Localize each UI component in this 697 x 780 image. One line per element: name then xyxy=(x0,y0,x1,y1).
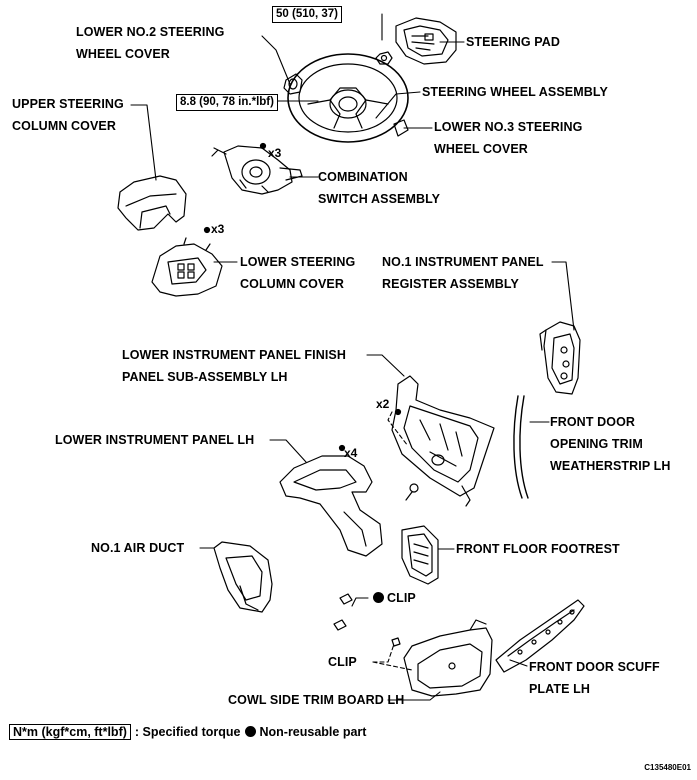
lower-instrument-panel-shape xyxy=(279,444,383,557)
torque-pad-nut: 50 (510, 37) xyxy=(272,6,343,23)
label-line: LOWER STEERING xyxy=(240,255,356,269)
label-front-door-scuff: FRONT DOOR SCUFF PLATE LH xyxy=(529,656,660,700)
finish-panel-shape xyxy=(391,375,495,507)
air-duct-shape xyxy=(213,541,273,613)
finish-panel-screw xyxy=(394,408,402,416)
figure-code: C135480E01 xyxy=(644,763,691,772)
non-reusable-dot-icon xyxy=(245,726,257,737)
label-line: UPPER STEERING xyxy=(12,97,124,111)
legend-torque-box: N*m (kgf*cm, ft*lbf) xyxy=(9,724,131,740)
leader-lines xyxy=(130,13,575,701)
register-assembly-shape xyxy=(539,321,581,395)
label-line: WEATHERSTRIP LH xyxy=(550,459,671,473)
non-reusable-dot-icon xyxy=(373,592,384,603)
cowl-trim-shape xyxy=(403,619,493,697)
label-lower-no3-cover: LOWER NO.3 STEERING WHEEL COVER xyxy=(434,116,582,160)
lower-no3-cover-shape xyxy=(393,119,409,137)
multiplier-column-cover: x3 xyxy=(211,222,225,236)
legend-nonreusable-text: Non-reusable part xyxy=(259,725,367,739)
label-steering-wheel-assembly: STEERING WHEEL ASSEMBLY xyxy=(422,85,608,99)
label-cowl-side-trim: COWL SIDE TRIM BOARD LH xyxy=(228,693,405,707)
label-line: LOWER NO.3 STEERING xyxy=(434,120,583,134)
label-clip-1: CLIP xyxy=(368,587,416,609)
multiplier-combination: x3 xyxy=(268,146,282,160)
label-line: SWITCH ASSEMBLY xyxy=(318,192,441,206)
lower-no2-cover-shape xyxy=(283,73,303,95)
combination-switch-shape xyxy=(211,142,303,195)
scuff-plate-shape xyxy=(495,599,585,673)
label-upper-column-cover: UPPER STEERING COLUMN COVER xyxy=(12,93,124,137)
label-line: NO.1 INSTRUMENT PANEL xyxy=(382,255,544,269)
label-lower-column-cover: LOWER STEERING COLUMN COVER xyxy=(240,251,355,295)
label-line: LOWER NO.2 STEERING xyxy=(76,25,225,39)
label-air-duct: NO.1 AIR DUCT xyxy=(91,541,185,555)
label-register-assembly: NO.1 INSTRUMENT PANEL REGISTER ASSEMBLY xyxy=(382,251,544,295)
label-line: WHEEL COVER xyxy=(434,142,528,156)
label-lower-instrument-panel: LOWER INSTRUMENT PANEL LH xyxy=(55,433,255,447)
label-line: LOWER INSTRUMENT PANEL FINISH xyxy=(122,348,346,362)
legend: N*m (kgf*cm, ft*lbf): Specified torque No… xyxy=(9,723,366,741)
label-front-door-weatherstrip: FRONT DOOR OPENING TRIM WEATHERSTRIP LH xyxy=(550,411,670,477)
label-text: CLIP xyxy=(387,591,416,605)
label-line: FRONT DOOR xyxy=(550,415,636,429)
multiplier-lower-panel: x4 xyxy=(344,446,358,460)
legend-torque-text: : Specified torque xyxy=(134,725,241,739)
label-line: PANEL SUB-ASSEMBLY LH xyxy=(122,370,288,384)
label-line: OPENING TRIM xyxy=(550,437,643,451)
label-steering-pad: STEERING PAD xyxy=(466,35,561,49)
label-line: COLUMN COVER xyxy=(240,277,344,291)
bolt-shape xyxy=(405,483,419,501)
lower-column-cover-shape xyxy=(151,226,223,297)
label-finish-panel: LOWER INSTRUMENT PANEL FINISH PANEL SUB-… xyxy=(122,344,346,388)
label-lower-no2-cover: LOWER NO.2 STEERING WHEEL COVER xyxy=(76,21,224,65)
weatherstrip-shape xyxy=(513,395,529,499)
floor-footrest-shape xyxy=(401,525,439,585)
steering-pad-shape xyxy=(395,17,457,65)
label-line: REGISTER ASSEMBLY xyxy=(382,277,519,291)
label-combination-switch: COMBINATION SWITCH ASSEMBLY xyxy=(318,166,440,210)
label-clip-2: CLIP xyxy=(328,655,357,669)
label-floor-footrest: FRONT FLOOR FOOTREST xyxy=(456,542,620,556)
label-line: COMBINATION xyxy=(318,170,408,184)
label-line: PLATE LH xyxy=(529,682,590,696)
clip-shapes xyxy=(333,593,401,647)
torque-wheel-screw: 8.8 (90, 78 in.*lbf) xyxy=(176,94,278,111)
multiplier-finish-panel: x2 xyxy=(376,397,390,411)
label-line: FRONT DOOR SCUFF xyxy=(529,660,660,674)
upper-column-cover-shape xyxy=(117,175,187,231)
label-line: WHEEL COVER xyxy=(76,47,170,61)
steering-wheel-shape xyxy=(287,53,409,143)
label-line: COLUMN COVER xyxy=(12,119,116,133)
